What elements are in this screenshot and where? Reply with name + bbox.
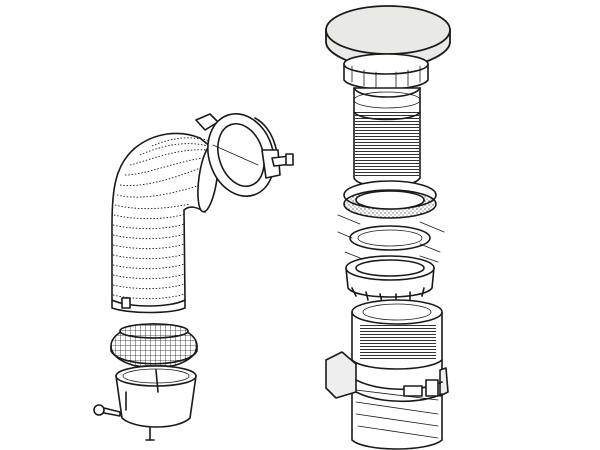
flexible-elbow-hose [111, 132, 219, 314]
lock-nut [345, 255, 435, 303]
flat-washer [349, 225, 431, 251]
outer-housing [351, 299, 443, 450]
threaded-sleeve [353, 87, 421, 188]
left-assembly [93, 113, 294, 441]
bracket-strap [325, 351, 449, 403]
collar-ring [343, 53, 429, 90]
alignment-lines [337, 214, 445, 263]
drain-cup [115, 365, 197, 441]
right-assembly [325, 5, 451, 450]
mesh-strainer [110, 323, 198, 369]
hose-clamp [195, 113, 294, 197]
mounting-screw [93, 404, 121, 417]
sealing-gasket [343, 180, 437, 219]
